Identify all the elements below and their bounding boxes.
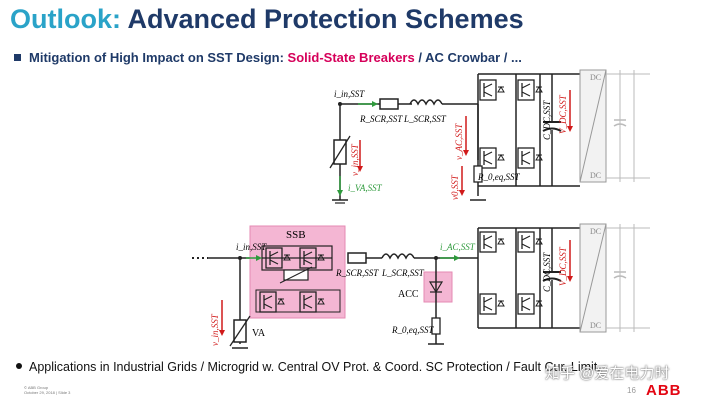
- footer-line1: © ABB Group: [24, 385, 49, 390]
- circuit-schematics: DC DC i_in,SST R_SCR,SST L_SCR,SST C_DC,…: [192, 69, 650, 349]
- label-c-dc-top: C_DC,SST: [542, 100, 552, 140]
- label-v-in-top: v_in,SST: [350, 143, 360, 176]
- bullet1-lead: Mitigation of High Impact on SST Design:: [29, 50, 288, 65]
- inductor-l-scr-bottom: [381, 253, 415, 260]
- label-l-scr-bottom: L_SCR,SST: [381, 268, 425, 278]
- bullet2-text: Applications in Industrial Grids / Micro…: [29, 360, 601, 374]
- resistor-r-scr-top: [379, 98, 399, 110]
- label-v-dc-top: V_DC,SST: [558, 94, 568, 134]
- label-va: VA: [252, 328, 266, 339]
- dc-label-bottom-2: DC: [590, 321, 601, 330]
- label-v0-top: v0,SST: [450, 174, 460, 200]
- watermark-text: 知乎 @爱在电力时: [545, 365, 670, 382]
- abb-logo: ABB: [646, 382, 682, 399]
- slide-title: Outlook: Advanced Protection Schemes: [10, 4, 524, 35]
- label-l-scr-top: L_SCR,SST: [403, 114, 447, 124]
- resistor-r0-bottom: [431, 317, 441, 335]
- label-r0-bottom: R_0,eq,SST: [391, 325, 434, 335]
- label-acc: ACC: [398, 289, 419, 300]
- resistor-r0-top: [473, 165, 483, 183]
- label-v-ac-top: v_AC,SST: [454, 123, 464, 160]
- label-r-scr-top: R_SCR,SST: [359, 114, 403, 124]
- dc-label-bottom-1: DC: [590, 227, 601, 236]
- bullet-mitigation: Mitigation of High Impact on SST Design:…: [14, 50, 522, 65]
- bullet1-rest: / AC Crowbar / ...: [414, 50, 522, 65]
- bullet-applications: Applications in Industrial Grids / Micro…: [16, 360, 601, 374]
- title-main: Advanced Protection Schemes: [127, 4, 524, 34]
- label-v-dc-bottom: V_DC,SST: [558, 246, 568, 286]
- resistor-r-scr-bottom: [347, 252, 367, 264]
- label-ssb: SSB: [286, 229, 306, 241]
- label-r0-top: R_0,eq,SST: [477, 172, 520, 182]
- slide-footer: © ABB Group October 29, 2018 | Slide 3: [24, 385, 70, 395]
- square-bullet-icon: [14, 54, 21, 61]
- label-c-dc-bottom: C_DC,SST: [542, 252, 552, 292]
- dc-label-top-1: DC: [590, 73, 601, 82]
- acc-box: [423, 271, 453, 303]
- title-accent: Outlook:: [10, 4, 121, 34]
- label-i-ac-bottom: i_AC,SST: [440, 242, 476, 252]
- inductor-l-scr-top: [409, 99, 443, 106]
- round-bullet-icon: [16, 363, 22, 369]
- bottom-schematic: SSB ACC R_0,eq,SST: [192, 223, 650, 349]
- label-v-in-bottom: v_in,SST: [210, 313, 220, 346]
- page-number: 16: [627, 386, 636, 395]
- dc-label-top-2: DC: [590, 171, 601, 180]
- label-i-va-top: i_VA,SST: [348, 183, 383, 193]
- bullet1-highlight: Solid-State Breakers: [287, 50, 415, 65]
- label-i-in-bottom: i_in,SST: [236, 242, 267, 252]
- footer-line2: October 29, 2018 | Slide 3: [24, 390, 71, 395]
- label-r-scr-bottom: R_SCR,SST: [335, 268, 379, 278]
- label-i-in-top: i_in,SST: [334, 89, 365, 99]
- top-schematic: DC DC i_in,SST R_SCR,SST L_SCR,SST C_DC,…: [329, 69, 650, 204]
